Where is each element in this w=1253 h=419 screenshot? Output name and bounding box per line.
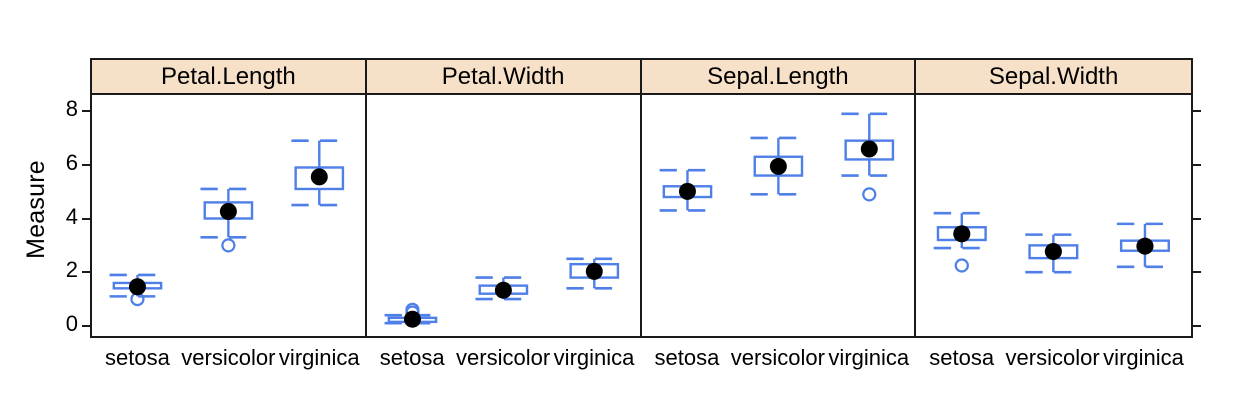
x-tick-label-versicolor: versicolor — [181, 345, 276, 370]
y-tick-mark-right — [1191, 324, 1201, 327]
y-axis-tick-labels: 0 2 4 6 8 — [40, 0, 78, 419]
panel-strip-petal-length: Petal.Length — [92, 60, 367, 93]
boxplot-virginica — [566, 257, 622, 290]
x-tick-label-versicolor: versicolor — [730, 345, 825, 370]
y-tick-mark-right — [1191, 271, 1201, 274]
mean-point — [678, 182, 696, 200]
box-iqr — [294, 166, 345, 191]
plot-frame: Petal.Length Petal.Width Sepal.Length Sepal… — [82, 58, 1201, 338]
mean-point — [128, 278, 146, 296]
x-tick-label-setosa: setosa — [654, 345, 720, 370]
x-tick-label-versicolor: versicolor — [1005, 345, 1100, 370]
outlier-point — [861, 187, 876, 202]
boxplot-setosa — [109, 273, 166, 307]
y-tick-mark-left — [82, 163, 92, 166]
mean-point — [769, 157, 787, 175]
y-tick-mark-left — [82, 271, 92, 274]
boxplot-versicolor — [200, 187, 257, 253]
mean-point — [953, 225, 971, 243]
y-tick-mark-right — [1191, 110, 1201, 113]
panel-strip-sepal-length: Sepal.Length — [641, 60, 917, 93]
panel-sepal-width — [916, 95, 1191, 338]
boxplot-versicolor — [475, 276, 532, 301]
mean-point — [585, 262, 603, 280]
panel-plot-area — [384, 257, 622, 328]
x-tick-label-versicolor: versicolor — [456, 345, 551, 370]
y-tick-label: 0 — [65, 310, 78, 336]
y-tick-mark-right — [1191, 163, 1201, 166]
boxplot-setosa — [384, 302, 441, 328]
boxplot-virginica — [1117, 222, 1174, 269]
boxplot-virginica — [291, 139, 348, 207]
panel-strip-label: Sepal.Length — [707, 62, 849, 90]
panel-strip-label: Petal.Length — [160, 62, 296, 90]
x-tick-label-virginica: virginica — [1103, 345, 1184, 370]
mean-point — [1045, 243, 1063, 261]
panel-plot-area — [933, 211, 1174, 274]
x-tick-label-virginica: virginica — [828, 345, 910, 370]
boxplot-virginica — [840, 112, 897, 202]
strip-separator — [92, 93, 1191, 95]
mean-point — [310, 168, 328, 186]
panel-strip-label: Sepal.Width — [988, 62, 1119, 90]
mean-point — [1136, 237, 1154, 255]
y-tick-label: 4 — [65, 203, 78, 229]
y-tick-label: 6 — [65, 149, 78, 175]
boxplot-versicolor — [749, 136, 806, 196]
mean-point — [860, 140, 878, 158]
panel-plot-area — [109, 139, 348, 307]
mean-point — [494, 281, 512, 299]
boxplot-versicolor — [1025, 233, 1082, 274]
y-tick-mark-right — [1191, 217, 1201, 220]
outlier-point — [221, 238, 236, 253]
panel-strip-sepal-width: Sepal.Width — [916, 60, 1191, 93]
panel-strip-label: Petal.Width — [441, 62, 565, 90]
x-tick-label-setosa: setosa — [105, 345, 170, 370]
panel-plot-area — [659, 112, 897, 212]
x-tick-label-setosa: setosa — [929, 345, 995, 370]
panel-sepal-length — [642, 95, 917, 338]
y-tick-mark-left — [82, 110, 92, 113]
panel-strip-petal-width: Petal.Width — [366, 60, 642, 93]
y-tick-mark-left — [82, 324, 92, 327]
x-tick-label-virginica: virginica — [278, 345, 360, 370]
x-tick-label-setosa: setosa — [379, 345, 445, 370]
mean-point — [219, 203, 237, 221]
box-iqr — [753, 155, 803, 177]
y-tick-label: 2 — [65, 257, 78, 283]
y-tick-label: 8 — [65, 96, 78, 122]
panel-petal-length — [92, 95, 367, 338]
mean-point — [403, 310, 421, 328]
panel-petal-width — [367, 95, 642, 338]
outlier-point — [954, 258, 970, 273]
y-tick-mark-left — [82, 217, 92, 220]
boxplot-setosa — [933, 211, 991, 273]
x-tick-label-virginica: virginica — [553, 345, 635, 370]
boxplot-setosa — [659, 168, 715, 212]
